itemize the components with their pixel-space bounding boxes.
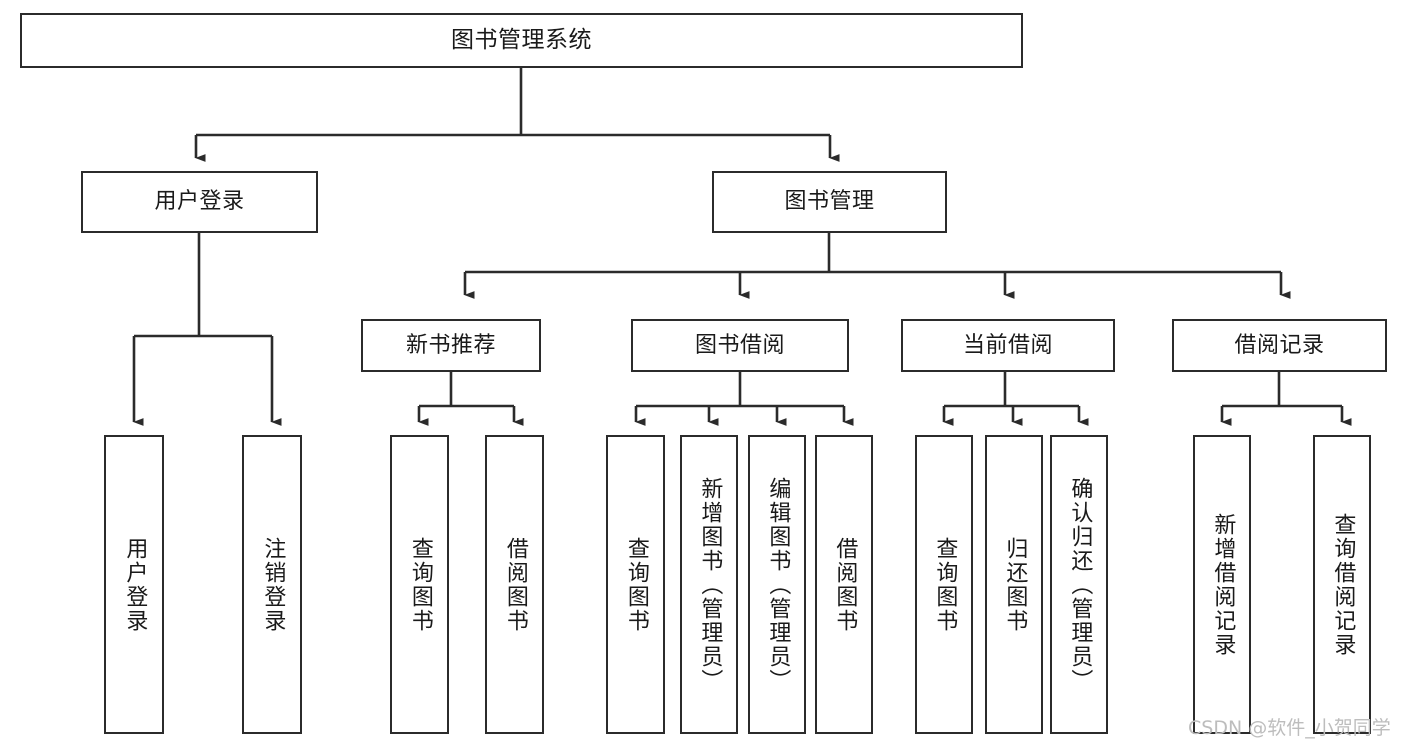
node-root-book-management-system[interactable]: 图书管理系统 (20, 13, 1023, 68)
node-label: 查询图书 (623, 536, 649, 633)
node-new-book-recommend[interactable]: 新书推荐 (361, 319, 541, 372)
node-label: 当前借阅 (962, 332, 1053, 358)
node-book-manage[interactable]: 图书管理 (712, 171, 947, 233)
node-label: 图书借阅 (694, 332, 785, 358)
node-label: 注销登录 (260, 536, 286, 633)
node-current-borrow[interactable]: 当前借阅 (901, 319, 1115, 372)
node-leaf-query-record[interactable]: 查询借阅记录 (1313, 435, 1371, 734)
node-leaf-add-record[interactable]: 新增借阅记录 (1193, 435, 1251, 734)
node-leaf-return-book[interactable]: 归还图书 (985, 435, 1043, 734)
node-label: 图书管理系统 (451, 26, 592, 53)
node-leaf-borrow-book-2[interactable]: 借阅图书 (815, 435, 873, 734)
node-label: 借阅记录 (1234, 332, 1325, 358)
node-leaf-query-book-1[interactable]: 查询图书 (390, 435, 449, 734)
node-label: 归还图书 (1002, 536, 1028, 633)
node-label: 用户登录 (122, 536, 148, 633)
node-label: 查询图书 (932, 536, 958, 633)
node-label: 借阅图书 (502, 536, 528, 633)
node-label: 确认归还（管理员） (1067, 476, 1093, 693)
node-leaf-borrow-book-1[interactable]: 借阅图书 (485, 435, 544, 734)
node-label: 新书推荐 (405, 332, 496, 358)
node-leaf-confirm-return[interactable]: 确认归还（管理员） (1050, 435, 1108, 734)
node-label: 新增借阅记录 (1210, 512, 1236, 657)
node-user-login[interactable]: 用户登录 (81, 171, 318, 233)
node-label: 查询图书 (407, 536, 433, 633)
node-leaf-add-book[interactable]: 新增图书（管理员） (680, 435, 738, 734)
node-label: 新增图书（管理员） (697, 476, 723, 693)
node-leaf-user-login[interactable]: 用户登录 (104, 435, 164, 734)
node-label: 查询借阅记录 (1330, 512, 1356, 657)
node-book-borrow[interactable]: 图书借阅 (631, 319, 849, 372)
node-leaf-query-book-3[interactable]: 查询图书 (915, 435, 973, 734)
node-label: 编辑图书（管理员） (765, 476, 791, 693)
node-leaf-logout-login[interactable]: 注销登录 (242, 435, 302, 734)
node-label: 图书管理 (784, 189, 875, 215)
node-label: 借阅图书 (832, 536, 858, 633)
csdn-watermark: CSDN @软件_小贺同学 (1188, 717, 1391, 739)
node-label: 用户登录 (154, 189, 245, 215)
node-leaf-query-book-2[interactable]: 查询图书 (606, 435, 665, 734)
node-leaf-edit-book[interactable]: 编辑图书（管理员） (748, 435, 806, 734)
node-borrow-record[interactable]: 借阅记录 (1172, 319, 1387, 372)
